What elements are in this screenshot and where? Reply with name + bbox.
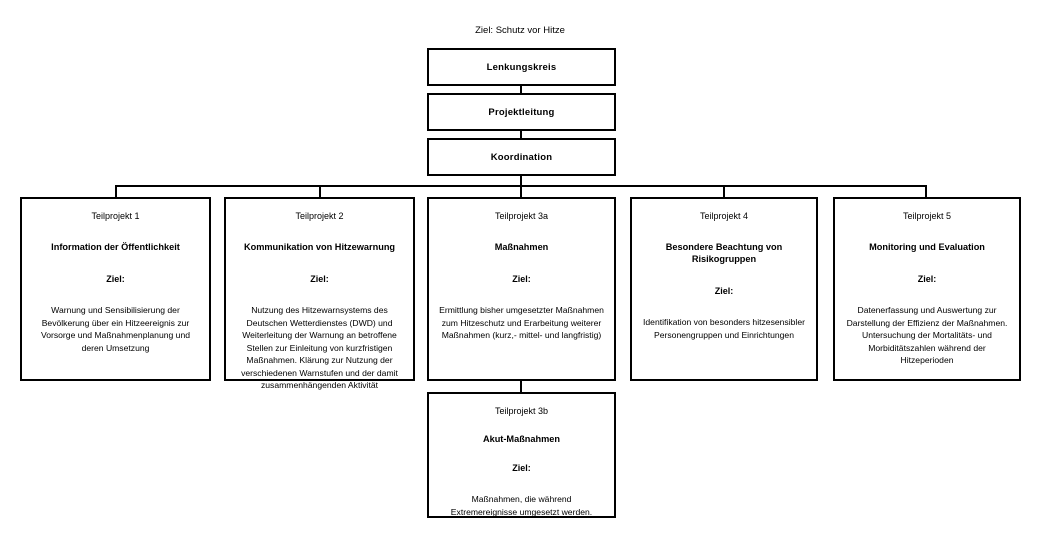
node-projektleitung[interactable]: Projektleitung <box>427 93 616 131</box>
teilprojekt-5-name: Monitoring und Evaluation <box>869 241 985 252</box>
node-teilprojekt-2[interactable]: Teilprojekt 2 Kommunikation von Hitzewar… <box>224 197 415 390</box>
connector-teilprojekt-3a-to-3b <box>520 380 522 392</box>
teilprojekt-1-name: Information der Öffentlichkeit <box>51 241 180 252</box>
teilprojekt-5-content: Teilprojekt 5 Monitoring und Evaluation … <box>835 199 1019 367</box>
connector-drop-teilprojekt-1 <box>115 185 117 198</box>
connector-drop-teilprojekt-3a <box>520 185 522 198</box>
teilprojekt-3a-index: Teilprojekt 3a <box>494 211 549 221</box>
node-teilprojekt-4[interactable]: Teilprojekt 4 Besondere Beachtung von Ri… <box>630 197 818 381</box>
node-lenkungskreis-label: Lenkungskreis <box>486 61 557 73</box>
teilprojekt-3b-ziel-label: Ziel: <box>512 462 531 473</box>
teilprojekt-5-description: Datenerfassung und Auswertung zur Darste… <box>846 305 1008 366</box>
teilprojekt-4-name: Besondere Beachtung von Risikogruppen <box>665 241 783 264</box>
teilprojekt-1-ziel-label: Ziel: <box>106 273 125 284</box>
node-koordination[interactable]: Koordination <box>427 138 616 176</box>
goal-caption: Ziel: Schutz vor Hitze <box>475 25 565 36</box>
node-projektleitung-label: Projektleitung <box>488 106 555 118</box>
teilprojekt-3b-description: Maßnahmen, die während Extremereignisse … <box>450 494 593 517</box>
teilprojekt-5-ziel-label: Ziel: <box>917 273 937 284</box>
connector-drop-teilprojekt-4 <box>723 185 725 198</box>
teilprojekt-4-index: Teilprojekt 4 <box>699 211 749 221</box>
teilprojekt-4-content: Teilprojekt 4 Besondere Beachtung von Ri… <box>632 199 816 341</box>
teilprojekt-2-name: Kommunikation von Hitzewarnung <box>243 241 396 252</box>
teilprojekt-3a-content: Teilprojekt 3a Maßnahmen Ziel: Ermittlun… <box>429 199 614 342</box>
node-teilprojekt-3a[interactable]: Teilprojekt 3a Maßnahmen Ziel: Ermittlun… <box>427 197 616 381</box>
node-teilprojekt-5[interactable]: Teilprojekt 5 Monitoring und Evaluation … <box>833 197 1021 381</box>
connector-projektleitung-koordination <box>520 130 522 139</box>
teilprojekt-2-content: Teilprojekt 2 Kommunikation von Hitzewar… <box>226 199 413 392</box>
node-teilprojekt-3b[interactable]: Teilprojekt 3b Akut-Maßnahmen Ziel: Maßn… <box>427 392 616 518</box>
teilprojekt-1-index: Teilprojekt 1 <box>91 211 140 221</box>
teilprojekt-1-description: Warnung und Sensibilisierung der Bevölke… <box>40 305 191 353</box>
node-koordination-label: Koordination <box>490 151 553 163</box>
node-lenkungskreis[interactable]: Lenkungskreis <box>427 48 616 86</box>
teilprojekt-4-description: Identifikation von besonders hitzesensib… <box>643 317 805 340</box>
teilprojekt-3a-ziel-label: Ziel: <box>512 273 531 284</box>
teilprojekt-1-content: Teilprojekt 1 Information der Öffentlich… <box>22 199 209 354</box>
connector-drop-teilprojekt-5 <box>925 185 927 198</box>
connector-lenkungskreis-projektleitung <box>520 85 522 94</box>
connector-drop-teilprojekt-2 <box>319 185 321 198</box>
teilprojekt-3a-description: Ermittlung bisher umgesetzter Maßnahmen … <box>439 305 604 341</box>
teilprojekt-5-index: Teilprojekt 5 <box>902 211 952 221</box>
node-teilprojekt-1[interactable]: Teilprojekt 1 Information der Öffentlich… <box>20 197 211 381</box>
teilprojekt-3b-content: Teilprojekt 3b Akut-Maßnahmen Ziel: Maßn… <box>429 394 614 518</box>
teilprojekt-2-index: Teilprojekt 2 <box>295 211 344 221</box>
teilprojekt-3b-name: Akut-Maßnahmen <box>482 433 561 444</box>
teilprojekt-4-ziel-label: Ziel: <box>714 285 734 296</box>
teilprojekt-3b-index: Teilprojekt 3b <box>494 406 549 416</box>
teilprojekt-3a-name: Maßnahmen <box>494 241 549 252</box>
teilprojekt-2-description: Nutzung des Hitzewarnsystems des Deutsch… <box>241 305 398 391</box>
teilprojekt-2-ziel-label: Ziel: <box>310 273 329 284</box>
